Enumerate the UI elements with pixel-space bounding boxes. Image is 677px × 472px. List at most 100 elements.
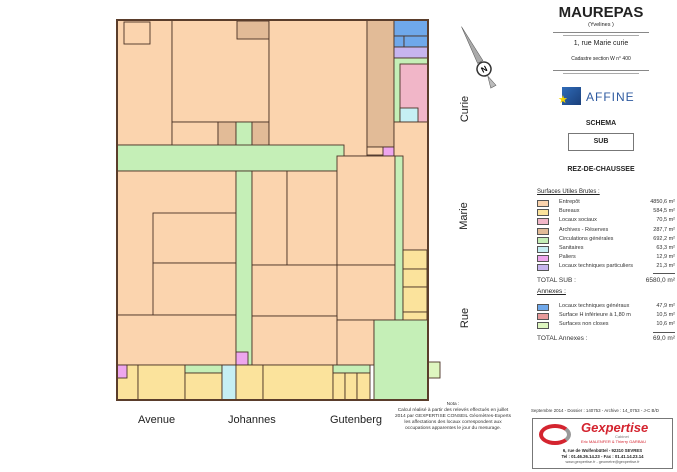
room [393,46,429,59]
legend-value: 12,9 m² [656,254,675,261]
dossier-ref: Septembre 2014 - Dossier : 140753 - Arch… [531,408,659,413]
legend-item: Entrepôt 4850,6 m² [537,199,675,208]
total-annexes-value: 69,0 m² [652,335,675,342]
total-annexes-label: TOTAL Annexes : [537,335,588,342]
room [116,314,237,366]
affine-logo: ★ AFFINE [558,87,642,107]
cabinet: Cabinet [615,434,629,439]
schema-label: SCHEMA [585,120,617,127]
nota-line: 2014 par GEXPERTISE CONSEIL Géomètres-Ex… [395,414,511,419]
room [116,144,345,172]
legend-value: 10,5 m² [656,312,675,319]
room [251,264,338,317]
room [184,364,223,374]
room [394,155,404,321]
room [336,264,396,321]
annex-heading: Annexes : [537,288,566,295]
room [393,19,429,37]
legend-swatch [537,304,549,311]
building-outline [116,19,429,401]
legend-value: 287,7 m² [653,226,675,233]
room [152,262,237,316]
room [236,20,270,40]
legend-swatch [537,322,549,330]
room [427,361,441,379]
rooms [116,19,441,401]
legend-value: 4850,6 m² [650,199,675,205]
room [403,35,429,48]
room [399,107,419,123]
department: (Yvelines ) [588,22,614,28]
legend-label: Circulations générales [559,235,614,242]
legend-swatch [537,209,549,217]
legend-value: 47,9 m² [656,303,675,309]
legend-item: Circulations générales 692,2 m² [537,236,675,245]
room [123,21,151,45]
room [373,319,429,401]
legend-swatch [537,236,549,244]
room [152,212,237,264]
compass-label: N [480,64,490,75]
legend-swatch [537,246,549,253]
nota-title: Nota : [446,402,460,407]
room [235,364,264,401]
room [251,315,338,366]
legend-swatch [537,218,549,226]
street-gutenberg: Gutenberg [330,414,382,426]
legend-label: Locaux techniques particuliers [559,263,633,270]
legend-label: Surface H inférieure à 1,80 m [559,312,631,319]
total-sub-label: TOTAL SUB : [537,277,576,284]
legend-item: Sanitaires 63,3 m² [537,245,675,254]
company-web: www.gexpertise.fr - geometre@gexpertise.… [565,460,640,464]
legend-label: Entrepôt [559,199,580,205]
room [251,170,288,266]
company-address: 6, rue de Wolfenbüttel - 92310 SEVRES [562,448,643,453]
legend-swatch [537,227,549,235]
legend-value: 584,5 m² [653,208,675,215]
total-sub-value: 6580,0 m² [645,277,675,284]
legend-label: Locaux techniques généraux [559,303,630,309]
room [286,170,338,266]
total-sub: TOTAL SUB : 6580,0 m² [537,277,675,286]
room [366,19,395,148]
legend-value: 63,3 m² [656,245,675,251]
compass-icon: N [461,26,497,89]
level-label: REZ-DE-CHAUSSEE [567,166,635,173]
street-avenue: Avenue [138,414,176,426]
room [184,372,223,401]
company-name: Gexpertise [581,420,649,435]
nota-line: les affectations des locaux corresponden… [404,420,502,425]
legend-label: Paliers [559,254,576,261]
logo-star-icon: ★ [558,94,568,106]
company-phone: Tel : 01.46.26.14.23 - Fax : 01.41.14.23… [561,454,644,459]
address: 1, rue Marie curie [573,40,629,47]
room [235,170,253,366]
room [336,155,396,266]
partners: Eric MALENFER & Thierry GARBAU [581,439,647,444]
nota: Nota : Calcul réalisé à partir des relev… [383,402,523,432]
legend-swatch [537,200,549,207]
legend-value: 10,6 m² [656,321,675,328]
legend-label: Archives - Réserves [559,226,609,233]
legend-value: 70,5 m² [656,217,675,224]
street-curie: Curie [459,95,472,123]
legend-item: Surfaces non closes 10,6 m² [537,321,675,330]
street-rue: Rue [459,307,472,329]
legend-label: Bureaux [559,208,580,215]
room [137,364,186,401]
street-marie: Marie [457,202,470,230]
legend-label: Sanitaires [559,245,584,251]
room [393,35,405,48]
legend-value: 692,2 m² [653,235,675,242]
room [402,249,428,270]
legend-label: Surfaces non closes [559,321,609,328]
legend-item: Surface H inférieure à 1,80 m 10,5 m² [537,312,675,321]
street-johannes: Johannes [228,414,276,426]
legend-swatch [537,255,549,263]
legend-swatch [537,313,549,321]
gexpertise-card: Gexpertise Cabinet Eric MALENFER & Thier… [532,418,673,469]
legend-item: Bureaux 584,5 m² [537,208,675,217]
room [336,319,375,366]
